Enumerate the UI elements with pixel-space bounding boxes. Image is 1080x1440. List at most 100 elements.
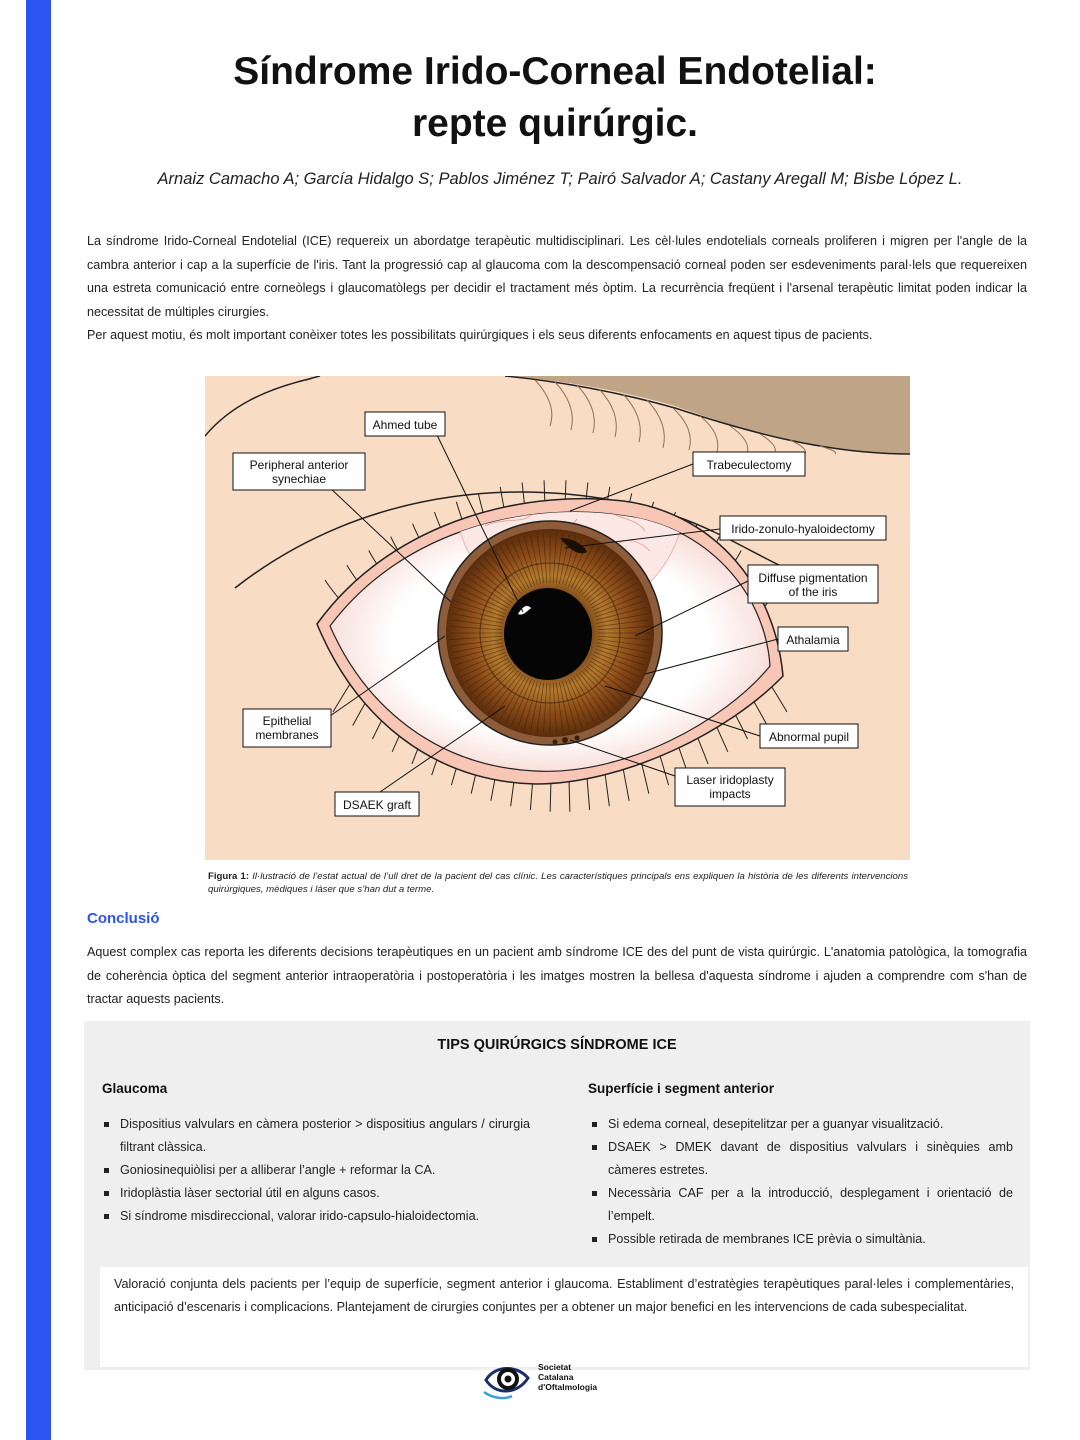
caption-label: Figura 1: (208, 871, 250, 882)
iris-fibre (483, 557, 519, 596)
iris-fibre (562, 681, 577, 730)
iris-fibre (517, 538, 535, 586)
label-izh: Irido-zonulo-hyaloidectomy (731, 522, 874, 536)
list-item: Necessària CAF per a la introducció, des… (588, 1182, 1013, 1228)
eye-logo-icon (483, 1367, 530, 1400)
surface-list: Si edema corneal, desepitelitzar per a g… (588, 1113, 1013, 1251)
label-ahmed-tube: Ahmed tube (373, 418, 438, 432)
pupil (504, 588, 592, 680)
iris-fibre (578, 672, 612, 713)
title-line-1: Síndrome Irido-Corneal Endotelial: (233, 50, 877, 93)
iris-fibre (523, 536, 538, 585)
iris-fibre (494, 674, 524, 717)
iris-fibre (483, 670, 519, 709)
iris-fibre (576, 549, 606, 592)
left-accent-bar (26, 0, 51, 1440)
iris-fibre (565, 680, 583, 728)
iris-fibre (570, 543, 595, 589)
iris-fibre (451, 613, 503, 624)
iris-fibre (463, 582, 509, 609)
iris-fibre (589, 577, 634, 606)
iris-fibre (474, 665, 515, 700)
list-item: Si síndrome misdireccional, valorar irid… (100, 1205, 530, 1228)
iris-fibre (455, 648, 505, 666)
iris-fibre (466, 577, 511, 606)
society-logo: Societat Catalana d'Oftalmologia (482, 1358, 612, 1402)
iris-fibre (573, 546, 601, 590)
iris-fibre (494, 549, 524, 592)
figure-caption: Figura 1: Il·lustració de l’estat actual… (208, 870, 908, 896)
iris-fibre (505, 677, 530, 723)
logo-line-1: Societat (538, 1362, 572, 1372)
iris-fibre (568, 679, 589, 726)
label-diffuse-line-1: Diffuse pigmentation (758, 571, 867, 585)
iris-fibre (573, 676, 601, 720)
label-pas-line-2: synechiae (272, 472, 326, 486)
label-box-epithelial (242, 708, 332, 748)
iris-fibre (591, 582, 637, 609)
iridectomy (560, 538, 587, 554)
iris-fibre (463, 657, 509, 684)
iris-fibre (530, 534, 542, 585)
label-athalamia: Athalamia (786, 633, 840, 647)
iris-fibres (450, 533, 650, 733)
poster-title: Síndrome Irido-Corneal Endotelial: repte… (60, 46, 1050, 150)
iris-fibre (587, 571, 630, 603)
iris-fibre (450, 619, 503, 627)
iris-fibre (597, 635, 650, 640)
logo-line-2: Catalana (538, 1372, 574, 1382)
label-box-pas (232, 452, 366, 491)
iris-fibre (488, 672, 522, 713)
iris-fibre (536, 533, 545, 584)
leader-lines (327, 434, 779, 793)
iris-fibre (555, 682, 564, 733)
label-pas-line-1: Peripheral anterior (250, 458, 349, 472)
author-list: Arnaiz Camacho A; García Hidalgo S; Pabl… (157, 170, 963, 188)
iris-fibre (576, 674, 606, 717)
iris-fibre (583, 562, 621, 598)
list-item: Si edema corneal, desepitelitzar per a g… (588, 1113, 1013, 1136)
iris-fibre (450, 626, 503, 631)
label-box-laser-iridoplasty (674, 767, 786, 807)
iris-fibre (568, 540, 589, 587)
glaucoma-list: Dispositius valvulars en càmera posterio… (100, 1113, 530, 1228)
iris-fibre (597, 639, 650, 647)
iris-fibre (450, 635, 503, 640)
iris-fibre (543, 682, 548, 733)
collarette (479, 562, 621, 704)
list-item: Dispositius valvulars en càmera posterio… (100, 1113, 530, 1159)
label-box-izh (719, 515, 887, 541)
iris-fibre (511, 540, 532, 587)
title-line-2: repte quirúrgic. (411, 102, 699, 145)
caption-text: Il·lustració de l’estat actual de l’ull … (208, 871, 909, 895)
conclusion-heading: Conclusió (87, 910, 160, 927)
iris-fibre (523, 681, 538, 730)
iris-fibre (457, 594, 506, 615)
iris-fibre (595, 648, 645, 666)
summary-box: Valoració conjunta dels pacients per l’e… (100, 1267, 1028, 1367)
iris-fibre (597, 613, 649, 624)
laser-iridoplasty-spots (552, 735, 580, 745)
label-box-ahmed-tube (364, 411, 446, 437)
glaucoma-heading: Glaucoma (102, 1081, 168, 1096)
eyebrow (505, 376, 910, 454)
iris-fibre (488, 553, 522, 594)
label-trabeculectomy: Trabeculectomy (707, 458, 792, 472)
iris-fibre (455, 600, 505, 618)
list-item: Possible retirada de membranes ICE prèvi… (588, 1228, 1013, 1251)
iris-fibre (474, 566, 515, 601)
iris-fibre (587, 663, 630, 695)
iris-fibre (594, 651, 643, 672)
iris-fibre (555, 533, 564, 584)
iris-fibre (479, 668, 517, 704)
iris-fibre (558, 681, 570, 732)
label-box-abnormal-pupil (759, 723, 859, 749)
iris-fibre (585, 665, 626, 700)
iris-fibre (453, 606, 504, 621)
list-item: DSAEK > DMEK davant de dispositius valvu… (588, 1136, 1013, 1182)
iris-fibre (592, 588, 640, 612)
orbit-contour (205, 376, 321, 437)
iris-fibre (581, 670, 617, 709)
iris-fibre (460, 654, 508, 678)
label-epithelial-line-1: Epithelial (263, 714, 312, 728)
